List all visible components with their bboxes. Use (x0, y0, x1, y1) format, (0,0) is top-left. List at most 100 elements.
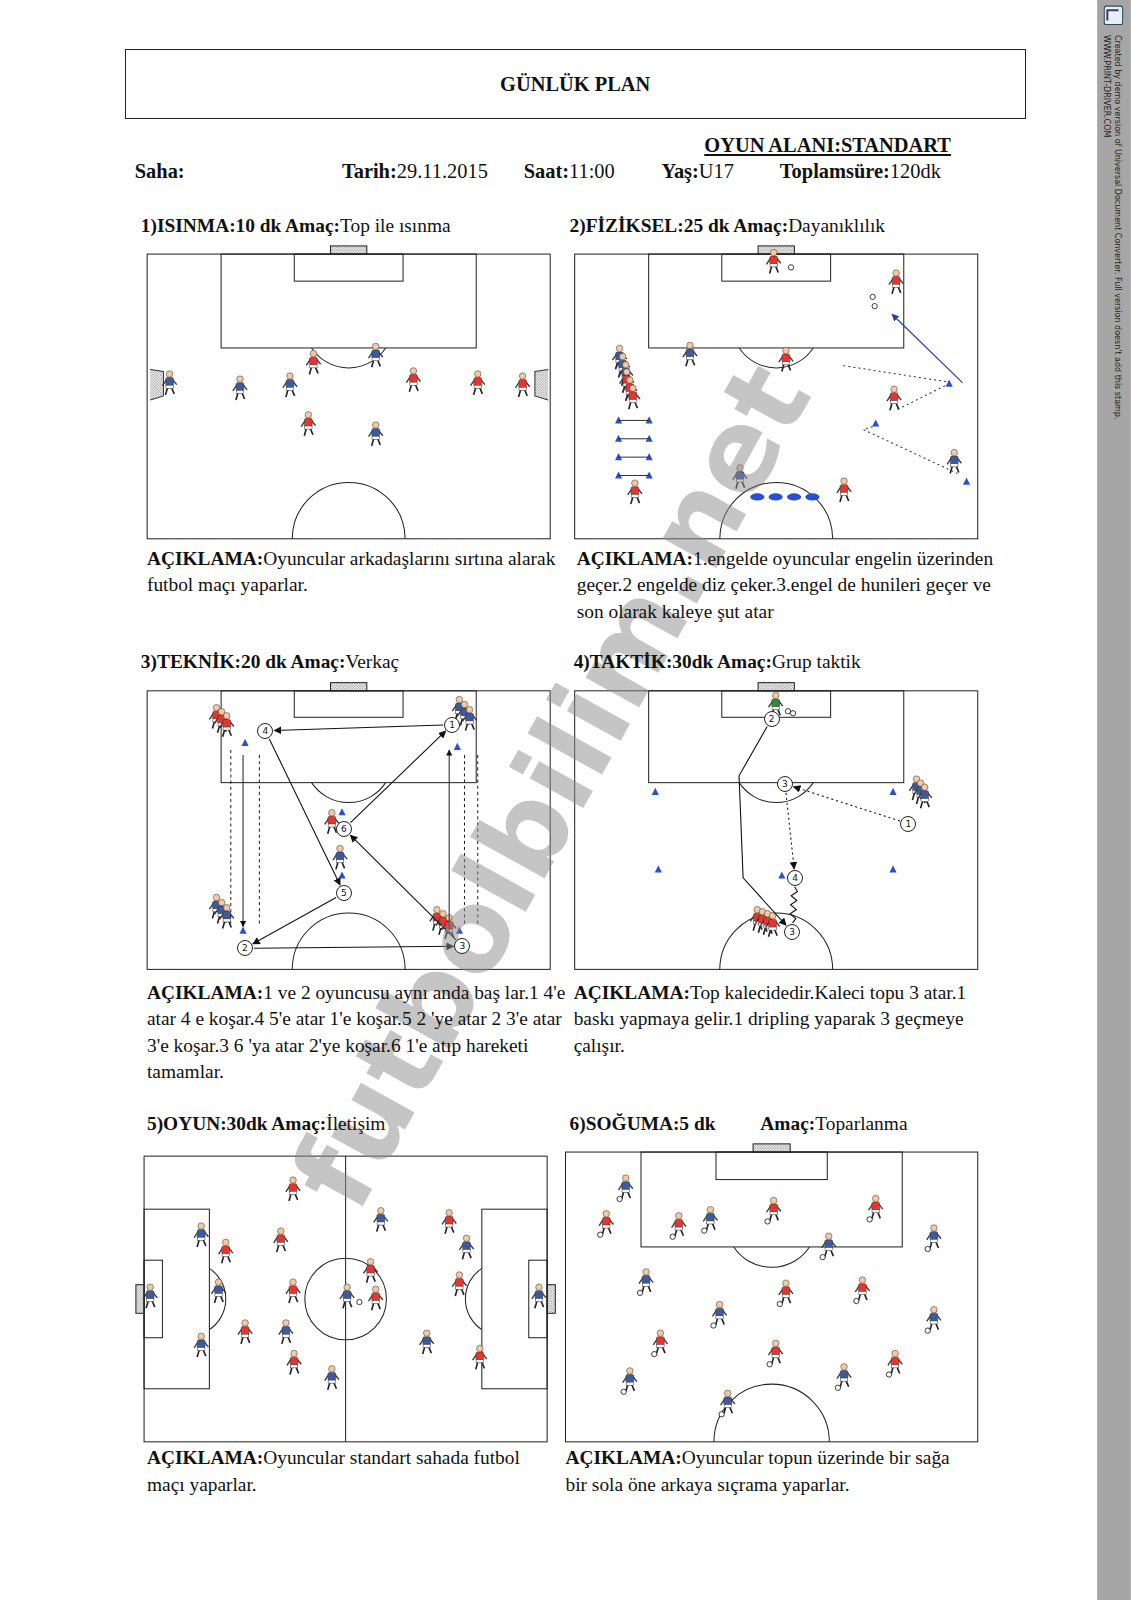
player-leg (218, 726, 220, 733)
player-shorts (282, 1334, 289, 1337)
player-figure (767, 249, 781, 273)
player-leg (309, 367, 311, 374)
drill-panel: 6)SOĞUMA:5 dkAmaç:ToparlanmaAÇIKLAMA:Oyu… (566, 1112, 999, 1527)
cone (963, 478, 970, 485)
player-leg (409, 385, 411, 392)
stamp-icon-mark (1107, 10, 1118, 20)
player-shorts (289, 1191, 296, 1194)
player-leg (712, 1223, 715, 1229)
player-leg (372, 439, 374, 446)
player-shorts (891, 1365, 898, 1368)
player-shirt (474, 378, 482, 386)
player-leg (223, 921, 225, 928)
player-head (841, 478, 848, 485)
player-leg (892, 287, 894, 294)
cone (889, 788, 896, 795)
player-leg (846, 495, 849, 501)
penalty-box (649, 691, 904, 783)
player-leg (343, 1301, 345, 1308)
player-shirt (770, 256, 778, 264)
panel-heading: 1)ISINMA:10 dk Amaç:Top ile ısınma (141, 214, 451, 238)
player-head (687, 342, 694, 349)
player-leg (223, 730, 225, 737)
player-leg (286, 390, 288, 397)
player-leg (423, 1347, 425, 1354)
player-shirt (372, 429, 380, 437)
section-aim: Verkaç (345, 651, 399, 672)
player-shirt (410, 374, 418, 382)
player-head (622, 1175, 629, 1182)
player-leg (304, 429, 306, 436)
player-shorts (223, 919, 230, 922)
player-head (603, 1211, 610, 1218)
player-figure (420, 1330, 434, 1354)
player-shirt (629, 392, 637, 400)
panel-description: AÇIKLAMA:1 ve 2 oyuncusu aynı anda baş l… (147, 980, 568, 1085)
player-leg (776, 1214, 779, 1220)
player-figure (287, 1350, 301, 1374)
player-figure (623, 1368, 637, 1392)
callout-circle: 3 (784, 924, 800, 940)
player-leg (788, 1297, 791, 1303)
player-leg (197, 1350, 199, 1357)
player-leg (328, 1383, 330, 1390)
ball (886, 1372, 891, 1377)
player-leg (730, 1407, 733, 1413)
cone (778, 871, 785, 878)
player-shirt (930, 1232, 938, 1240)
goal-net (331, 246, 367, 254)
hurdle-bar (619, 475, 650, 476)
player-head (623, 369, 630, 376)
player-figure (927, 1225, 941, 1249)
player-head (372, 422, 379, 429)
callout-number: 1 (449, 720, 455, 730)
player-leg (956, 466, 959, 472)
player-figure (683, 342, 697, 366)
player-figure (672, 1213, 686, 1237)
player-figure (333, 845, 347, 869)
section-label: 1)ISINMA:10 dk Amaç: (141, 215, 340, 236)
panel-description: AÇIKLAMA:Oyuncular topun üzerinde bir sa… (566, 1445, 974, 1498)
player-leg (372, 360, 374, 367)
player-head (337, 845, 344, 852)
callout-number: 2 (769, 714, 775, 724)
player-leg (247, 1337, 250, 1343)
panel-description: AÇIKLAMA:Top kalecidedir.Kaleci topu 3 a… (574, 980, 995, 1059)
player-shorts (310, 365, 317, 368)
player-leg (846, 1381, 849, 1387)
header-field: Yaş: (661, 160, 698, 183)
player-leg (383, 1224, 386, 1230)
player-shorts (223, 727, 230, 730)
penalty-box (641, 1152, 902, 1247)
player-figure (703, 1206, 717, 1230)
section-label: 5)OYUN:30dk Amaç: (147, 1113, 326, 1134)
center-circle (305, 1258, 387, 1340)
player-leg (282, 1337, 284, 1344)
player-leg (292, 390, 295, 396)
player-leg (466, 723, 468, 730)
player-shirt (825, 1240, 833, 1248)
player-leg (775, 930, 778, 936)
dotted-run (863, 427, 872, 430)
player-head (676, 1213, 683, 1220)
player-head (630, 385, 637, 392)
player-shirt (782, 354, 790, 362)
player-figure (927, 1306, 941, 1330)
player-figure (462, 706, 476, 730)
player-shorts (463, 1249, 470, 1252)
player-figure (220, 713, 234, 737)
player-shorts (772, 1355, 779, 1358)
player-shirt (223, 911, 231, 919)
player-figure (779, 1280, 793, 1304)
player-shirt (707, 1213, 715, 1221)
player-shorts (476, 1360, 483, 1363)
player-leg (342, 862, 345, 868)
player-head (826, 1233, 833, 1240)
cone (454, 743, 461, 750)
player-shorts (466, 721, 473, 724)
goal-net (753, 1144, 790, 1152)
stamp-bar (1097, 0, 1131, 1600)
player-figure (516, 373, 530, 397)
player-shirt (328, 816, 336, 824)
player-leg (898, 287, 901, 293)
